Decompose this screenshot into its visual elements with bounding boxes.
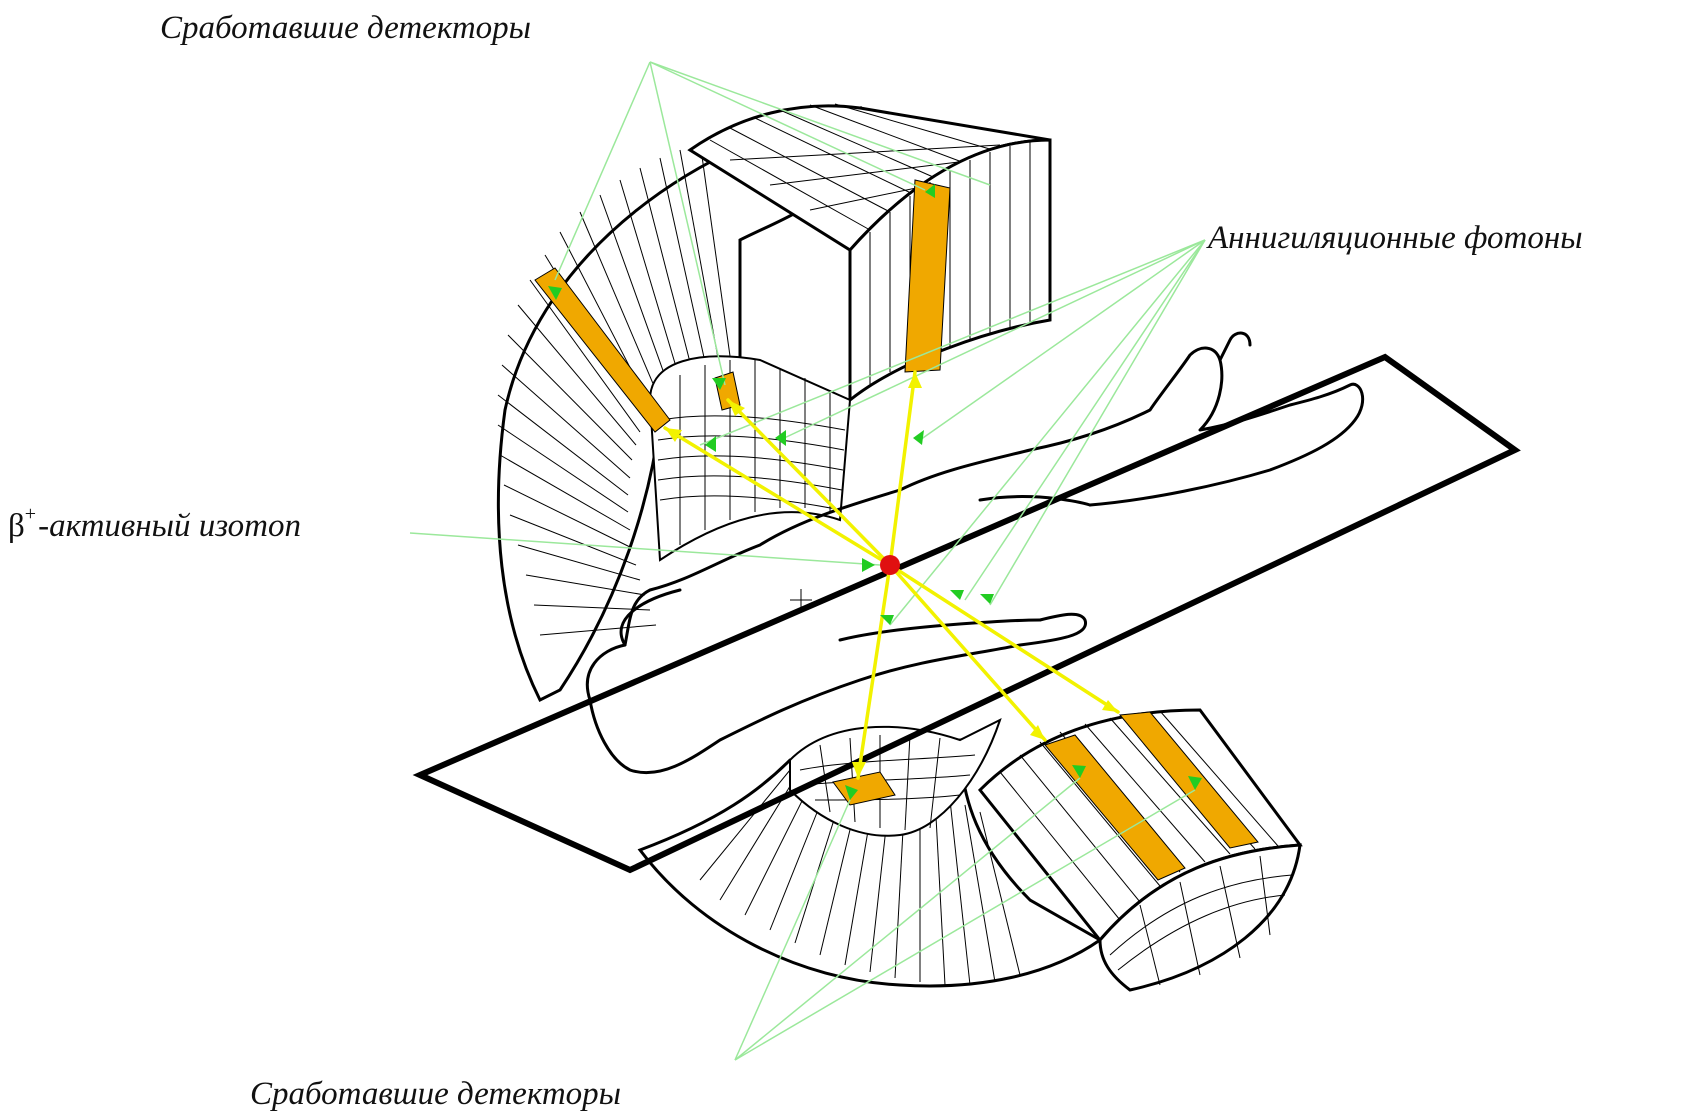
- positron-source-dot: [880, 555, 900, 575]
- detector-ring-lower: [640, 710, 1300, 990]
- photon-line-3: [890, 372, 915, 565]
- label-triggered-detectors-bottom: Сработавшие детекторы: [250, 1078, 621, 1111]
- isotope-text: -активный изотоп: [38, 508, 301, 544]
- isotope-superscript: +: [25, 503, 36, 525]
- label-annihilation-photons: Аннигиляционные фотоны: [1208, 222, 1583, 255]
- detector-ring-upper: [498, 104, 1050, 700]
- label-triggered-detectors-top: Сработавшие детекторы: [160, 12, 531, 45]
- photon-line-5: [890, 565, 1045, 740]
- isotope-symbol: β: [8, 508, 25, 544]
- label-isotope: β+-активный изотоп: [8, 510, 301, 543]
